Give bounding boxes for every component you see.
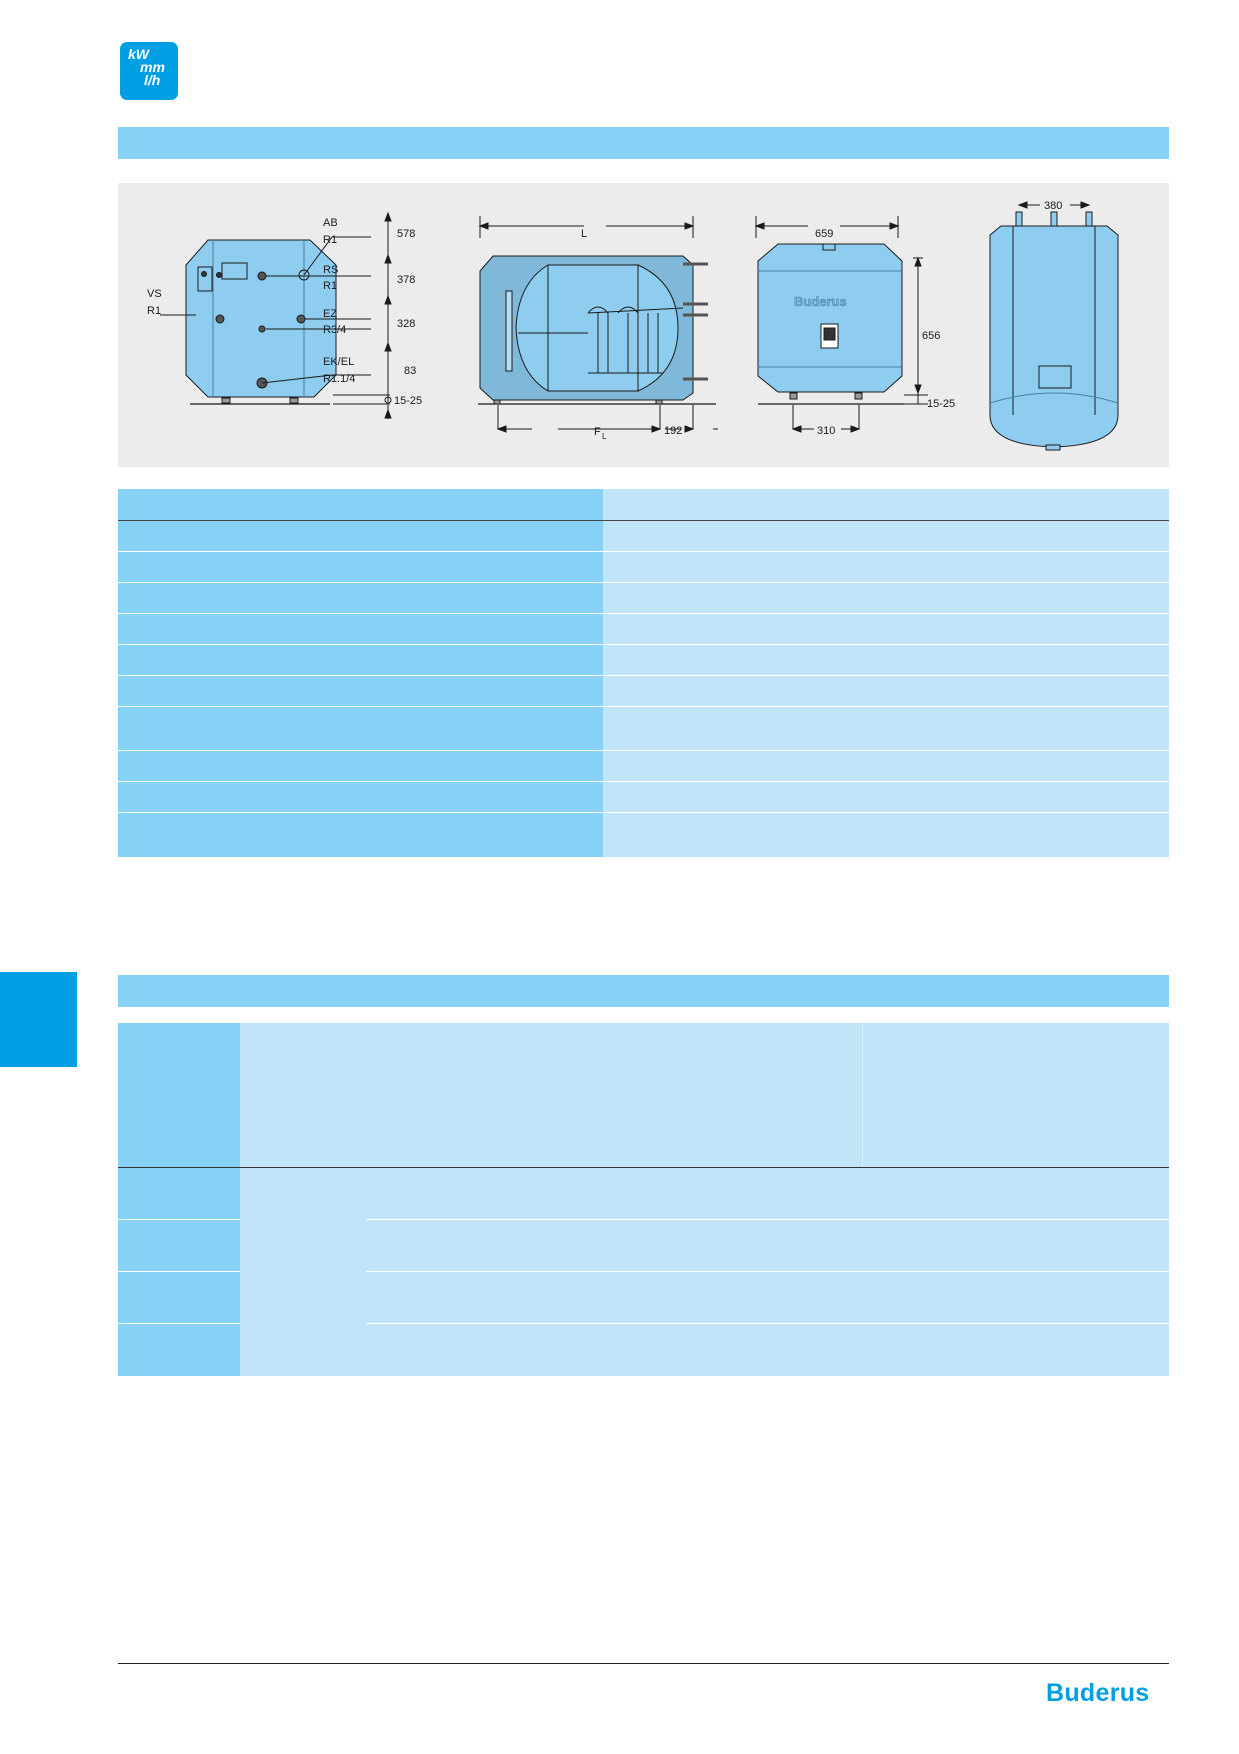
unit-icon-mm: mm bbox=[140, 59, 165, 75]
table-row bbox=[118, 552, 1169, 583]
table-column-divider bbox=[862, 1023, 863, 1167]
feet-height-1: 15-25 bbox=[394, 395, 422, 407]
table-row bbox=[118, 521, 1169, 552]
table-row bbox=[118, 614, 1169, 645]
height-ab: 578 bbox=[397, 228, 415, 240]
conn-code-ez: EZ bbox=[323, 308, 337, 320]
conn-thread-rs: R1 bbox=[323, 280, 337, 292]
dim-foot-distance-sub: L bbox=[602, 432, 607, 441]
unit-icon: kW mm l/h bbox=[120, 42, 178, 100]
table-divider bbox=[366, 1323, 1169, 1324]
table-header-row bbox=[118, 489, 1169, 521]
conn-code-ab: AB bbox=[323, 217, 338, 229]
height-ez: 328 bbox=[397, 318, 415, 330]
conn-thread-ab: R1 bbox=[323, 234, 337, 246]
footer-rule bbox=[118, 1663, 1169, 1664]
table-divider bbox=[118, 1271, 240, 1272]
view-top bbox=[989, 201, 1119, 451]
table-row bbox=[118, 676, 1169, 707]
buderus-logo: Buderus bbox=[1046, 1679, 1150, 1707]
table-divider bbox=[366, 1271, 1169, 1272]
tank-brand-label: Buderus bbox=[794, 294, 847, 309]
performance-table-label-column bbox=[118, 1023, 240, 1376]
view-section bbox=[478, 216, 718, 433]
table-row bbox=[118, 645, 1169, 676]
dim-rear: 192 bbox=[664, 425, 682, 437]
table-divider bbox=[118, 1219, 240, 1220]
feet-height-2: 15-25 bbox=[927, 398, 955, 410]
chapter-side-tab bbox=[0, 972, 77, 1067]
dim-top: 380 bbox=[1044, 200, 1062, 212]
dim-length: L bbox=[581, 228, 587, 240]
view-front bbox=[754, 216, 928, 433]
height-rs: 378 bbox=[397, 274, 415, 286]
conn-thread-ekel: R1.1/4 bbox=[323, 373, 355, 385]
conn-thread-vs: R1 bbox=[147, 305, 161, 317]
performance-table bbox=[118, 1023, 1169, 1376]
section-band-performance bbox=[118, 975, 1169, 1007]
view-side-connections bbox=[160, 211, 392, 419]
table-divider bbox=[118, 1167, 1169, 1168]
table-row bbox=[118, 751, 1169, 782]
conn-thread-ez: R3/4 bbox=[323, 324, 346, 336]
height-ekel: 83 bbox=[404, 365, 416, 377]
table-row bbox=[118, 707, 1169, 751]
conn-code-vs: VS bbox=[147, 288, 162, 300]
table-row bbox=[118, 813, 1169, 857]
spec-table bbox=[118, 489, 1169, 857]
performance-table-value-area bbox=[240, 1023, 1169, 1376]
unit-icon-lh: l/h bbox=[144, 72, 161, 88]
conn-code-ekel: EK/EL bbox=[323, 356, 354, 368]
section-band-dimensions bbox=[118, 127, 1169, 159]
dimension-drawing: AB R1 RS R1 EZ R3/4 EK/EL R1.1/4 578 378… bbox=[147, 200, 1119, 451]
dimension-drawing-panel: AB R1 RS R1 EZ R3/4 EK/EL R1.1/4 578 378… bbox=[118, 183, 1169, 467]
table-row bbox=[118, 782, 1169, 813]
table-divider bbox=[118, 1323, 240, 1324]
table-row bbox=[118, 583, 1169, 614]
conn-code-rs: RS bbox=[323, 264, 338, 276]
dim-width: 659 bbox=[815, 228, 833, 240]
unit-icon-kw: kW bbox=[128, 46, 149, 62]
dim-height: 656 bbox=[922, 330, 940, 342]
table-divider bbox=[366, 1219, 1169, 1220]
dim-foot-spacing: 310 bbox=[817, 425, 835, 437]
dim-foot-distance: F bbox=[594, 426, 601, 438]
